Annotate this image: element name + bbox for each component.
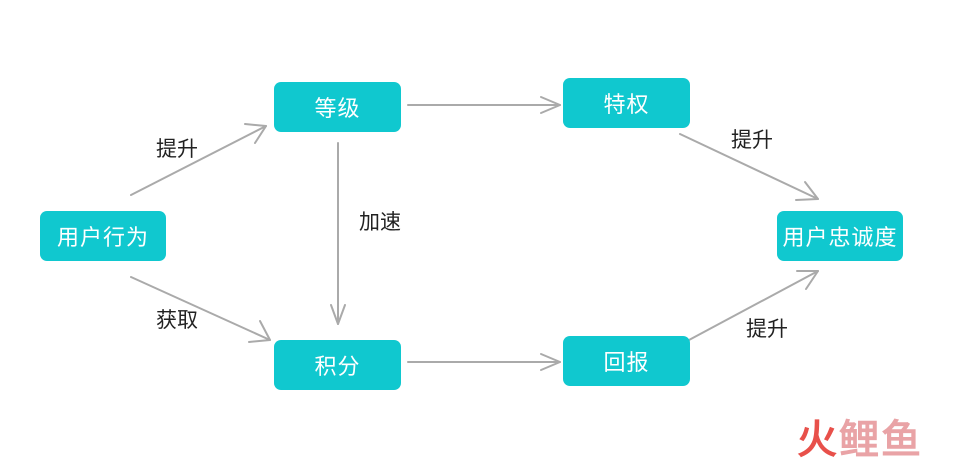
- node-loyalty: 用户忠诚度: [777, 211, 903, 261]
- edge-label-level-to-points: 加速: [359, 210, 401, 234]
- node-privilege: 特权: [563, 78, 690, 128]
- watermark-logo: 火鲤鱼: [797, 420, 923, 460]
- arrow-behavior-to-points: [130, 276, 271, 343]
- arrow-behavior-to-level: [130, 123, 267, 196]
- edge-label-privilege-to-loyalty: 提升: [731, 128, 773, 152]
- watermark-carp: 鲤鱼: [839, 417, 923, 463]
- edge-label-behavior-to-level: 提升: [156, 137, 198, 161]
- arrow-reward-to-loyalty: [688, 270, 819, 341]
- arrow-privilege-to-loyalty: [679, 133, 819, 201]
- arrow-level-to-points: [330, 142, 346, 325]
- arrow-points-to-reward: [407, 353, 561, 371]
- node-points: 积分: [274, 340, 401, 390]
- edge-label-behavior-to-points: 获取: [156, 308, 198, 332]
- node-user-behavior: 用户行为: [40, 211, 166, 261]
- watermark-fire: 火: [797, 417, 839, 463]
- node-level: 等级: [274, 82, 401, 132]
- arrow-level-to-privilege: [407, 96, 561, 114]
- edge-label-reward-to-loyalty: 提升: [746, 317, 788, 341]
- node-reward: 回报: [563, 336, 690, 386]
